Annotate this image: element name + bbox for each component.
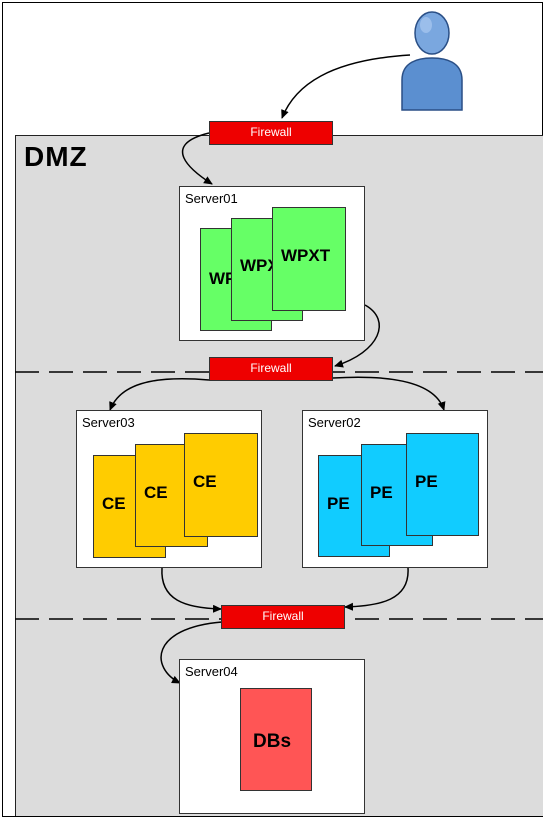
connector-server03-firewall3: [161, 567, 222, 613]
server03-app-card: CE: [184, 433, 258, 537]
server02-app-label: PE: [327, 494, 350, 513]
firewall-2: Firewall: [209, 357, 333, 381]
server03-app-label: CE: [193, 472, 217, 491]
connector-firewall1-server01: [181, 132, 213, 185]
dmz-label: DMZ: [24, 141, 88, 172]
server02-app-card: PE: [406, 433, 479, 536]
server02-box: Server02 PE PE PE: [302, 410, 488, 568]
connector-firewall3-server04: [160, 621, 223, 684]
server02-app-label: PE: [415, 472, 438, 491]
connector-user-firewall1: [281, 54, 411, 119]
connector-firewall2-server03: [109, 378, 210, 411]
server03-app-label: CE: [144, 483, 168, 502]
server02-label: Server02: [308, 415, 361, 430]
server01-app-label: WPXT: [281, 246, 331, 265]
server01-box: Server01 WPXT WPXT WPXT: [179, 186, 365, 341]
firewall-1: Firewall: [209, 121, 333, 145]
server04-label: Server04: [185, 664, 238, 679]
connector-firewall2-server02: [332, 376, 446, 411]
server04-app-card: DBs: [240, 688, 312, 791]
server03-label: Server03: [82, 415, 135, 430]
server01-app-card: WPXT: [272, 207, 346, 311]
server04-box: Server04 DBs: [179, 659, 365, 814]
connector-server02-firewall3: [344, 567, 409, 611]
server03-box: Server03 CE CE CE: [76, 410, 262, 568]
server02-app-label: PE: [370, 483, 393, 502]
user-icon: [401, 11, 463, 111]
server04-app-label: DBs: [253, 731, 292, 752]
connector-server01-firewall2: [334, 304, 381, 368]
firewall-3: Firewall: [221, 605, 345, 629]
server01-label: Server01: [185, 191, 238, 206]
server03-app-label: CE: [102, 494, 126, 513]
